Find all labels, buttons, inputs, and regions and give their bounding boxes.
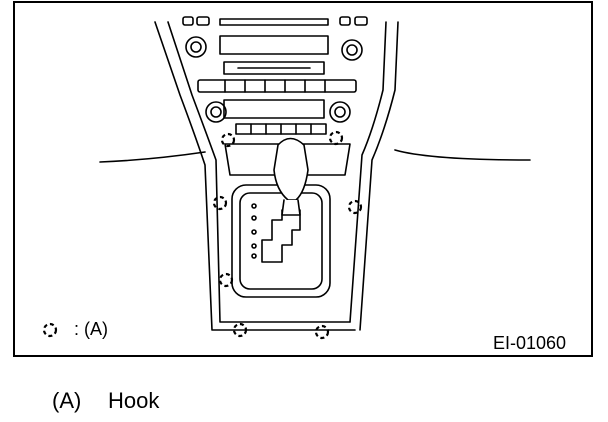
hook-marker-3 bbox=[212, 195, 228, 211]
console-outer-right bbox=[359, 21, 399, 331]
climate-display bbox=[223, 99, 325, 119]
console-inner-left bbox=[167, 21, 351, 323]
console-inner-right bbox=[349, 21, 387, 323]
legend-inline-label: : (A) bbox=[74, 319, 108, 339]
hook-marker-6 bbox=[232, 322, 248, 338]
top-display-strip bbox=[219, 18, 329, 26]
top-slot-3 bbox=[339, 16, 351, 26]
radio-display bbox=[219, 35, 329, 55]
button-row bbox=[197, 79, 357, 93]
console-outer-left bbox=[154, 21, 356, 331]
legend-hook-icon bbox=[42, 322, 58, 338]
hook-marker-1 bbox=[220, 132, 236, 148]
hook-marker-2 bbox=[328, 130, 344, 146]
upper-right-knob bbox=[341, 39, 363, 61]
top-slot-2 bbox=[196, 16, 210, 26]
shift-knob bbox=[273, 137, 309, 201]
figure-border bbox=[13, 1, 593, 357]
dashboard-line-left bbox=[99, 151, 206, 163]
climate-right-knob bbox=[329, 101, 351, 123]
top-slot-4 bbox=[354, 16, 368, 26]
lower-panel bbox=[224, 143, 351, 176]
hook-marker-7 bbox=[314, 324, 330, 340]
dashboard-line-right bbox=[394, 149, 531, 161]
top-slot-1 bbox=[182, 16, 194, 26]
hook-marker-4 bbox=[347, 199, 363, 215]
caption-key: (A) bbox=[52, 388, 82, 413]
caption-label: Hook bbox=[108, 388, 160, 413]
caption: (A) Hook bbox=[52, 388, 159, 414]
cd-slot-panel bbox=[223, 61, 325, 75]
climate-left-knob bbox=[205, 101, 227, 123]
figure-code: EI-01060 bbox=[493, 333, 567, 353]
upper-left-knob bbox=[185, 36, 207, 58]
hook-marker-5 bbox=[218, 272, 234, 288]
